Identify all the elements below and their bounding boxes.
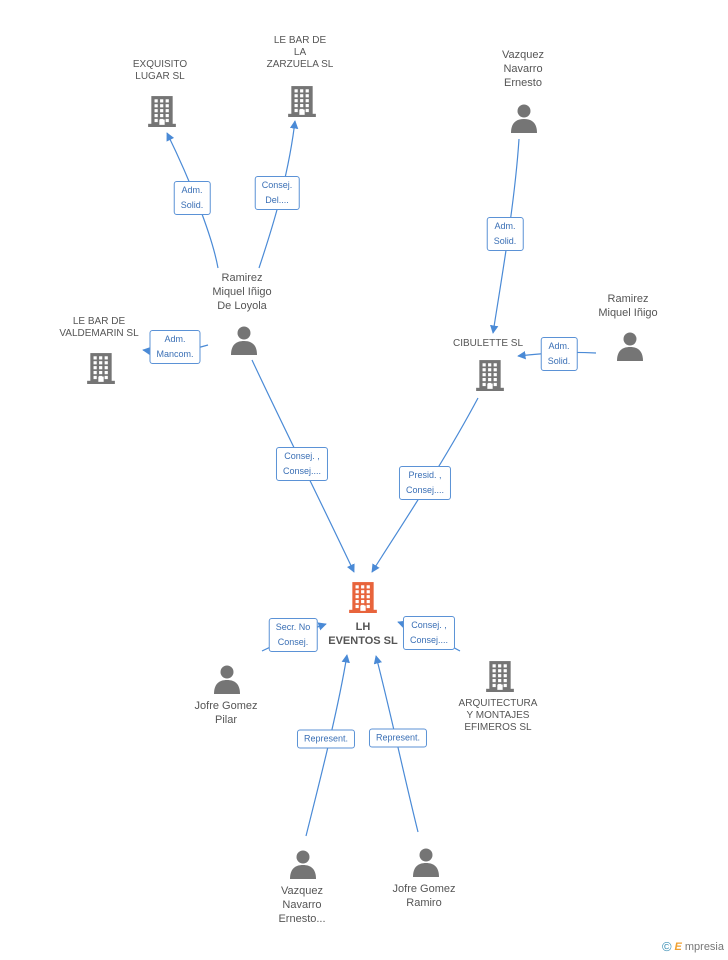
relation-label-r11[interactable]: Represent. [368, 728, 428, 748]
node-label-line: EXQUISITO [132, 59, 188, 70]
relation-label-line: Solid. [547, 356, 571, 366]
relation-label-line: Adm. [181, 185, 203, 195]
node-label-line: Miquel Iñigo [598, 307, 658, 319]
node-label-line: Ramiro [406, 897, 442, 909]
vazquez-bottom-person-icon[interactable] [288, 849, 318, 884]
relation-label-r4[interactable]: Adm. Mancom. [149, 330, 201, 364]
node-label-line: Ernesto... [278, 913, 326, 925]
node-label-line: VALDEMARIN SL [59, 328, 139, 339]
relation-label-line: Adm. [164, 334, 186, 344]
node-label-line: Jofre Gomez [194, 700, 258, 712]
relation-label-r9[interactable]: Consej. , Consej.... [402, 616, 456, 650]
node-label-line: De Loyola [217, 300, 267, 312]
relation-label-r10[interactable]: Represent. [296, 729, 356, 749]
relation-label-r1[interactable]: Adm. Solid. [173, 181, 211, 215]
node-label-line: EFIMEROS SL [464, 722, 532, 733]
node-label-line: ARQUITECTURA [458, 698, 538, 709]
relation-label-line: Secr. No [275, 622, 311, 632]
arquitectura-building-icon[interactable] [484, 660, 516, 697]
relation-label-r5[interactable]: Adm. Solid. [540, 337, 578, 371]
ramirez-right-person-icon[interactable] [615, 331, 645, 366]
relation-label-line: Solid. [493, 236, 517, 246]
lh-building-icon[interactable] [347, 581, 379, 618]
node-label-line: ZARZUELA SL [266, 59, 334, 70]
relation-label-line: Adm. [494, 221, 516, 231]
copyright-icon: © [661, 939, 672, 954]
relation-label-r2[interactable]: Consej. Del.... [254, 176, 300, 210]
relation-label-line: Represent. [303, 733, 349, 744]
node-label-line: Navarro [503, 63, 543, 75]
node-label-line: EVENTOS SL [328, 635, 398, 647]
node-label-line: Ramirez [607, 293, 649, 305]
node-label-line: Ramirez [221, 272, 263, 284]
relation-label-r7[interactable]: Presid. , Consej.... [398, 466, 452, 500]
relation-label-line: Mancom. [156, 349, 194, 359]
node-label-line: LE BAR DE [273, 35, 327, 46]
lh-label[interactable]: LH EVENTOS SL [328, 620, 397, 648]
relation-label-line: Del.... [265, 195, 289, 205]
node-label-line: Jofre Gomez [392, 883, 456, 895]
relation-label-line: Adm. [548, 341, 570, 351]
node-label-line: Pilar [214, 714, 237, 726]
relation-label-line: Consej.... [405, 485, 445, 495]
vazquez-top-person-icon[interactable] [509, 103, 539, 138]
relation-label-r8[interactable]: Secr. No Consej. [268, 618, 318, 652]
node-label-line: Navarro [282, 899, 322, 911]
node-label-line: Ernesto [504, 77, 542, 89]
brand-logo-mark: E [674, 940, 682, 953]
valdemarin-building-icon[interactable] [85, 352, 117, 389]
relation-label-line: Solid. [180, 200, 204, 210]
jofre-pilar-person-icon[interactable] [212, 664, 242, 699]
relation-label-line: Presid. , [408, 470, 442, 480]
relation-label-r3[interactable]: Adm. Solid. [486, 217, 524, 251]
relation-label-r6[interactable]: Consej. , Consej.... [275, 447, 329, 481]
node-label-line: LE BAR DE [72, 316, 126, 327]
node-label-line: Vazquez [502, 49, 544, 61]
node-label-line: LA [293, 47, 307, 58]
relation-label-line: Consej.... [282, 466, 322, 476]
node-label-line: Vazquez [280, 885, 323, 897]
relation-label-line: Consej. , [284, 451, 320, 461]
relation-label-line: Consej. [277, 637, 309, 647]
exquisito-building-icon[interactable] [146, 95, 178, 132]
relation-label-line: Consej.... [409, 635, 449, 645]
cibulette-label[interactable]: CIBULETTE SL [453, 338, 523, 350]
node-label-line: LH [355, 621, 371, 633]
brand-name: mpresia [684, 940, 724, 953]
zarzuela-building-icon[interactable] [286, 85, 318, 122]
node-label-line: LUGAR SL [135, 71, 185, 82]
relation-label-line: Consej. [261, 180, 293, 190]
node-label-line: Miquel Iñigo [212, 286, 272, 298]
node-label-line: CIBULETTE SL [452, 338, 524, 349]
ramirez-loyola-person-icon[interactable] [229, 325, 259, 360]
cibulette-building-icon[interactable] [474, 359, 506, 396]
relation-label-line: Consej. , [411, 620, 447, 630]
jofre-ramiro-person-icon[interactable] [411, 847, 441, 882]
relation-label-line: Represent. [375, 732, 421, 743]
node-label-line: Y MONTAJES [466, 710, 530, 721]
